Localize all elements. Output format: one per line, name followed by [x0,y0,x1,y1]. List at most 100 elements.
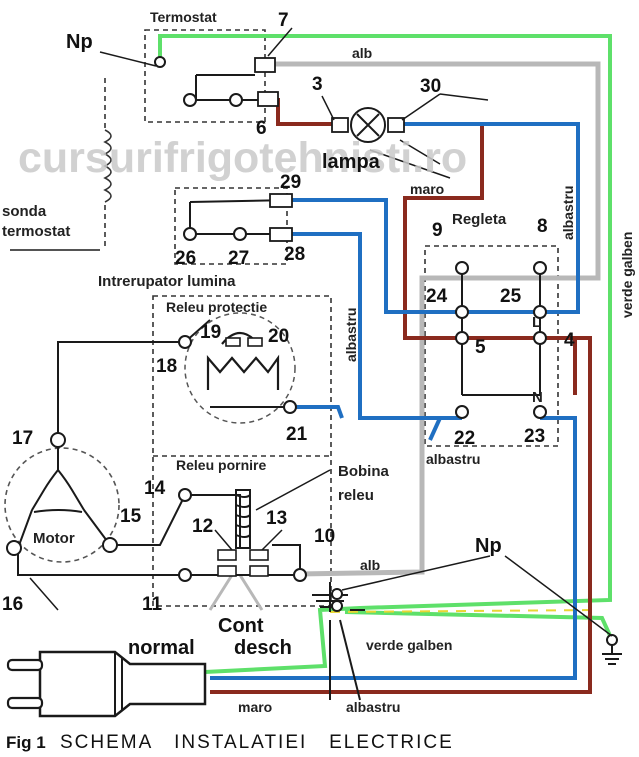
label-sonda: sonda [2,203,47,220]
relay-contact-12 [217,549,237,561]
leader-lampa [369,139,451,179]
label-sonda-termostat: termostat [2,223,70,240]
num-9: 9 [432,220,443,241]
motor-label: Motor [33,530,75,547]
num-3: 3 [312,74,323,95]
relay-core [235,489,251,549]
motor-outline [4,447,120,563]
terminal-26 [183,227,197,241]
label-intrerupator: Intrerupator lumina [98,273,236,290]
label-releu: releu [338,487,374,504]
blue-wire-lamp [404,122,580,314]
num-19: 19 [200,322,221,343]
label-cont: Cont [218,615,264,637]
blue-wire-plug [210,416,577,680]
connectors [254,57,293,242]
wire-label-maro-bottom: maro [238,699,272,715]
plug-pin-bottom [6,696,44,710]
leader-np-top [99,51,157,67]
label-releu-pornire: Releu pornire [176,457,266,473]
thermostat-contact-b [229,93,243,107]
component-outlines [144,29,559,607]
num-12: 12 [192,516,213,537]
blue-wire-switch2 [292,232,462,420]
relay-coil [235,494,251,538]
num-16: 16 [2,594,23,615]
terminal-9 [455,261,469,275]
lamp [331,107,405,143]
num-18: 18 [156,356,177,377]
connector-29 [269,193,293,208]
leader-12-13 [214,529,283,551]
label-N: N [532,389,543,406]
num-13: 13 [266,508,287,529]
num-17: 17 [12,428,33,449]
num-24: 24 [426,286,448,307]
white-wire [275,61,601,577]
label-termostat: Termostat [150,9,217,25]
power-plug [6,650,207,718]
num-27: 27 [228,248,249,269]
leader-lines [10,27,613,637]
brown-wire-plug [210,336,592,694]
contact-19 [225,337,241,347]
motor: Motor [4,440,120,563]
num-22: 22 [454,428,475,449]
leader-7 [267,27,293,57]
wire-label-alb-top: alb [352,45,372,61]
contact-pointer [208,574,264,611]
terminal-16 [6,540,22,556]
terminal-4 [533,331,547,345]
leader-bobina [255,469,331,511]
num-20: 20 [268,326,289,347]
terminals [6,56,547,612]
relay-contact-12b [217,565,237,577]
terminal-17 [50,432,66,448]
relay-contact-13 [249,549,269,561]
terminal-21 [283,400,297,414]
terminal-10 [293,568,307,582]
num-10: 10 [314,526,335,547]
terminal-27 [233,227,247,241]
caption-fig: Fig 1 [6,733,46,752]
wire-label-alb-bottom: alb [360,557,380,573]
terminal-15 [102,537,118,553]
blue-wire-protection [290,405,344,419]
light-switch-box [174,187,288,265]
num-14: 14 [144,478,166,499]
protection-relay [184,312,296,424]
wire-label-verde-galben-right: verde galben [619,232,635,318]
num-21: 21 [286,424,308,445]
brown-wire-lamp [276,98,332,126]
num-28: 28 [284,244,305,265]
plug-grip [114,652,123,716]
terminal-23 [533,405,547,419]
wire-label-albastru-right: albastru [560,186,576,240]
label-bobina: Bobina [338,463,389,480]
caption-title: SCHEMA INSTALATIEI ELECTRICE [60,732,454,753]
wire-label-verde-galben-bottom: verde galben [366,637,452,653]
leader-3 [321,95,335,121]
leader-np-bottom [341,555,613,637]
connector-28 [269,227,293,242]
num-25: 25 [500,286,522,307]
connector-7 [254,57,276,73]
num-26: 26 [175,248,196,269]
num-7: 7 [278,10,289,31]
terminal-11 [178,568,192,582]
num-4: 4 [564,330,575,351]
leader-16 [29,577,59,611]
num-8: 8 [537,216,548,237]
wire-label-maro-mid: maro [410,181,444,197]
label-regleta: Regleta [452,211,507,228]
num-15: 15 [120,506,142,527]
protection-heater [206,354,280,390]
terminal-24 [455,305,469,319]
label-desch: desch [234,637,292,659]
np-bottom-terminal-2 [331,600,343,612]
connector-6 [257,91,279,107]
terminal-8 [533,261,547,275]
label-normal: normal [128,637,195,659]
np-top-terminal [154,56,166,68]
